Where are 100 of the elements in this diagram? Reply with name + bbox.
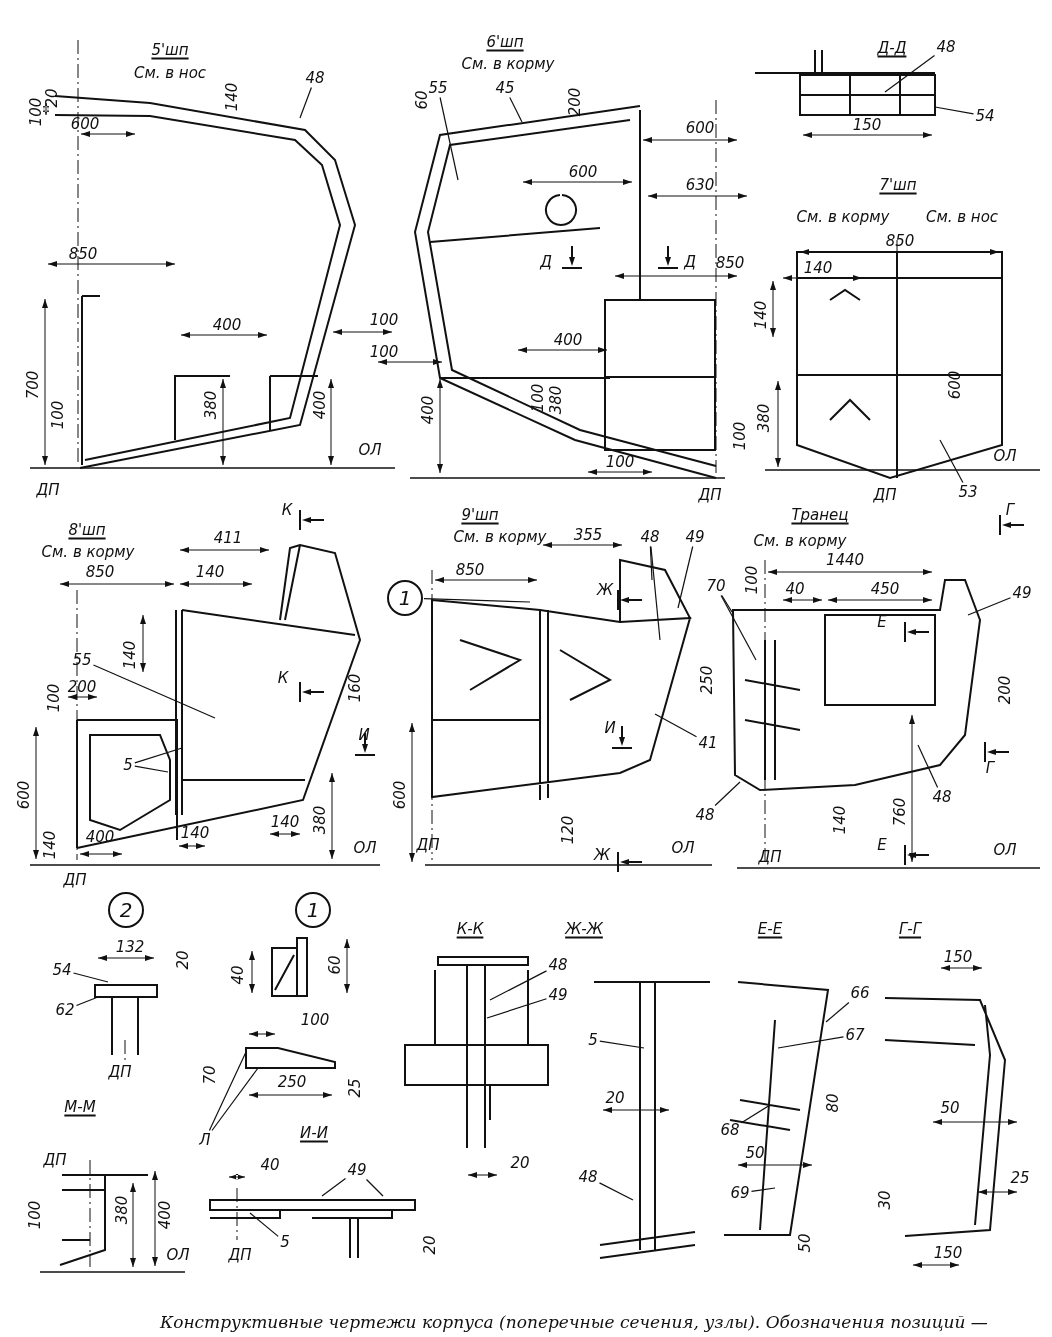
callout-number: Л	[198, 1131, 212, 1149]
section-title: Ж-Ж	[564, 920, 604, 938]
dimension-value: 400	[211, 316, 243, 334]
leader-line	[299, 86, 312, 119]
leader-line	[72, 972, 109, 983]
dimension-value: 150	[851, 116, 883, 134]
dimension-value: 140	[223, 81, 241, 113]
section-title: К-К	[455, 920, 485, 938]
dimension-value: 160	[346, 672, 364, 704]
callout-number: 48	[639, 528, 661, 546]
detail-marker: 1	[295, 892, 331, 928]
section-title: Д-Д	[876, 39, 908, 57]
dimension-value: 600	[391, 779, 409, 811]
section-title: Транец	[790, 506, 850, 524]
section-letter: И	[603, 719, 617, 737]
dimension-value: 400	[419, 394, 437, 426]
dimension-value: 400	[156, 1199, 174, 1231]
leader-line	[934, 106, 975, 115]
leader-line	[750, 1187, 776, 1192]
dimension-value: 100	[743, 564, 761, 596]
leader-line	[211, 1067, 259, 1132]
section-letter: Ж	[595, 581, 615, 599]
dimension-value: 200	[66, 678, 98, 696]
detail-marker: 2	[108, 892, 144, 928]
dimension-value: 100	[731, 420, 749, 452]
section-letter: К	[280, 501, 294, 519]
dimension-value: 140	[121, 639, 139, 671]
leader-line	[509, 96, 523, 123]
section-title: М-М	[63, 1098, 97, 1116]
dimension-value: 450	[869, 580, 901, 598]
dimension-value: 20	[43, 87, 61, 109]
datum-label: ДП	[35, 481, 61, 499]
leader-line	[489, 970, 548, 1001]
dimension-value: 700	[24, 369, 42, 401]
leader-line	[884, 54, 936, 93]
dimension-value: 380	[547, 384, 565, 416]
dimension-value: 40	[229, 964, 247, 986]
dimension-value: 50	[796, 1232, 814, 1254]
callout-number: 48	[694, 806, 716, 824]
dimension-value: 630	[684, 176, 716, 194]
dimension-value: 200	[566, 86, 584, 118]
dimension-value: 380	[202, 389, 220, 421]
dimension-value: 380	[755, 402, 773, 434]
section-title: 8'шп	[67, 521, 107, 539]
callout-number: 41	[697, 734, 719, 752]
dimension-value: 40	[259, 1156, 281, 1174]
dimension-value: 850	[454, 561, 486, 579]
hull-section-drawing	[431, 559, 692, 801]
dimension-value: 80	[824, 1092, 842, 1114]
callout-number: 55	[427, 79, 449, 97]
dimension-value: 70	[201, 1064, 219, 1086]
leader-line	[740, 1104, 771, 1124]
view-direction-note: См. в нос	[132, 64, 208, 82]
section-title: И-И	[299, 1124, 329, 1142]
section-title: 6'шп	[485, 33, 525, 51]
leader-line	[650, 545, 661, 641]
dimension-value: 1440	[824, 551, 866, 569]
leader-line	[321, 1178, 347, 1197]
dimension-value: 850	[67, 245, 99, 263]
leader-line	[208, 1051, 247, 1132]
dimension-value: 400	[552, 331, 584, 349]
leader-line	[439, 96, 459, 181]
leader-line	[599, 1040, 645, 1049]
callout-number: 55	[71, 651, 93, 669]
callout-number: 69	[729, 1184, 751, 1202]
dimension-value: 411	[212, 529, 244, 547]
view-direction-note: См. в корму	[752, 532, 848, 550]
datum-label: ДП	[62, 871, 88, 889]
dimension-value: 30	[876, 1189, 894, 1211]
section-title: Е-Е	[756, 920, 784, 938]
section-letter: Ж	[592, 846, 612, 864]
leader-line	[92, 664, 216, 719]
section-title: 7'шп	[878, 176, 918, 194]
datum-label: ДП	[227, 1246, 253, 1264]
callout-number: 45	[494, 79, 516, 97]
dimension-value: 600	[15, 779, 33, 811]
callout-number: 48	[577, 1168, 599, 1186]
leader-line	[134, 765, 169, 773]
dimension-value: 60	[326, 954, 344, 976]
leader-line	[777, 1036, 845, 1049]
datum-label: ОЛ	[352, 839, 378, 857]
view-direction-note: См. в корму	[460, 55, 556, 73]
dimension-value: 140	[179, 824, 211, 842]
dimension-value: 100	[299, 1011, 331, 1029]
leader-line	[677, 545, 694, 609]
section-letter: Д	[683, 253, 697, 271]
leader-line	[654, 713, 698, 738]
dimension-value: 380	[311, 804, 329, 836]
dimension-value: 20	[604, 1089, 626, 1107]
dimension-value: 850	[714, 254, 746, 272]
dimension-value: 850	[884, 232, 916, 250]
dimension-value: 600	[684, 119, 716, 137]
dimension-value: 100	[26, 1199, 44, 1231]
callout-number: 49	[1011, 584, 1033, 602]
datum-label: ДП	[415, 836, 441, 854]
section-letter: Е	[876, 836, 888, 854]
dimension-value: 380	[113, 1194, 131, 1226]
callout-number: 49	[547, 986, 569, 1004]
dimension-value: 50	[744, 1144, 766, 1162]
datum-label: ДП	[42, 1151, 68, 1169]
